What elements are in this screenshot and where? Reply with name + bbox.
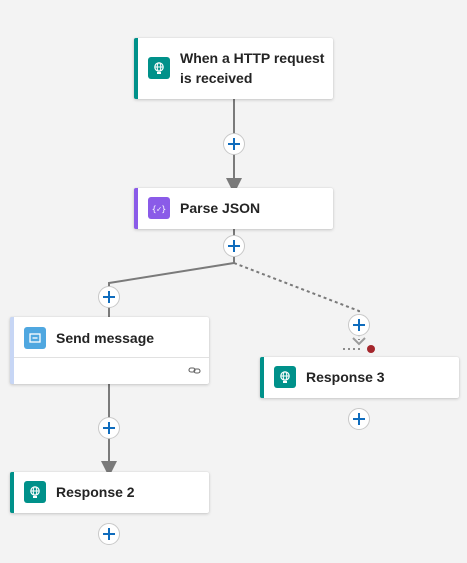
run-after-failed-indicator [367,345,375,353]
add-action-button-after-parse[interactable] [223,235,245,257]
response-3-card[interactable]: Response 3 [260,357,459,398]
plus-icon [228,138,240,150]
plus-icon [353,319,365,331]
plus-icon [103,528,115,540]
plus-icon [228,240,240,252]
globe-response-icon [274,366,296,388]
response-2-title: Response 2 [56,484,135,500]
globe-request-icon [148,57,170,79]
connector-parse-send [108,262,235,317]
connector-arrowhead-response3 [352,337,366,346]
send-message-card[interactable]: Send message [10,317,209,384]
response-2-card[interactable]: Response 2 [10,472,209,513]
card-divider [14,357,209,358]
connector-parse-response3 [233,262,360,340]
json-braces-icon: {✓} [148,197,170,219]
link-icon[interactable] [188,364,201,382]
add-action-button-branch-right[interactable] [348,314,370,336]
svg-text:{✓}: {✓} [152,205,166,214]
add-action-button-after-send[interactable] [98,417,120,439]
trigger-title: When a HTTP request is received [180,50,325,86]
add-action-button-after-response3[interactable] [348,408,370,430]
message-icon [24,327,46,349]
plus-icon [353,413,365,425]
add-action-button-after-response2[interactable] [98,523,120,545]
add-action-button-after-trigger[interactable] [223,133,245,155]
response-3-title: Response 3 [306,369,385,385]
parse-json-title: Parse JSON [180,200,261,216]
plus-icon [103,422,115,434]
plus-icon [103,291,115,303]
run-after-dots-icon[interactable] [343,348,360,350]
trigger-card[interactable]: When a HTTP request is received [134,38,333,99]
add-action-button-branch-left[interactable] [98,286,120,308]
globe-response-icon [24,481,46,503]
send-message-title: Send message [56,330,155,346]
parse-json-card[interactable]: {✓} Parse JSON [134,188,333,229]
